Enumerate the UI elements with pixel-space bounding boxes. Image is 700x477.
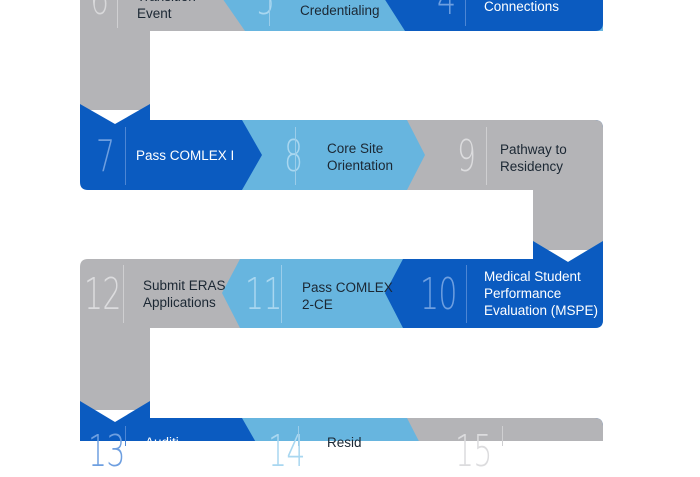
connector-12-13 xyxy=(80,320,150,410)
step-number: 13 xyxy=(88,426,125,477)
step-number: 5 xyxy=(256,0,275,22)
connector-6-7 xyxy=(80,20,150,110)
divider xyxy=(281,265,282,323)
step-label: Credentialing xyxy=(300,3,380,18)
step-10-shape xyxy=(385,241,603,328)
pathway-diagram xyxy=(80,0,603,441)
divider xyxy=(295,127,296,185)
divider xyxy=(123,265,124,323)
divider xyxy=(125,426,126,446)
step-15-shape xyxy=(407,418,603,441)
step-number: 4 xyxy=(437,0,456,22)
step-label: Pathway to Residency xyxy=(500,142,567,174)
step-number: 11 xyxy=(245,269,282,320)
divider xyxy=(117,0,118,28)
step-label: Core Site Orientation xyxy=(327,141,394,173)
step-number: 14 xyxy=(268,426,305,477)
step-label: Connections xyxy=(484,0,560,14)
step-label: Resid xyxy=(327,435,362,450)
divider xyxy=(269,0,270,26)
divider xyxy=(486,127,487,185)
step-label: Pass COMLEX I xyxy=(136,148,235,163)
step-number: 10 xyxy=(420,269,457,320)
step-number: 12 xyxy=(84,269,121,320)
step-number: 15 xyxy=(455,426,492,477)
divider xyxy=(298,426,299,446)
step-4-shape xyxy=(385,0,603,31)
step-number: 7 xyxy=(96,131,115,182)
step-label: Auditi xyxy=(145,435,179,450)
divider xyxy=(466,265,467,323)
connector-9-10 xyxy=(533,180,603,250)
divider xyxy=(502,426,503,446)
divider xyxy=(125,127,126,185)
step-9-shape xyxy=(407,120,603,190)
divider xyxy=(465,0,466,26)
step-label: Pass COMLEX 2-CE xyxy=(302,280,393,312)
step-number: 8 xyxy=(284,131,303,182)
step-label: Transition Event xyxy=(137,0,196,21)
step-label: Medical Student Performance Evaluation (… xyxy=(484,269,599,318)
step-label: Submit ERAS Applications xyxy=(143,278,226,310)
step-number: 9 xyxy=(457,131,476,182)
step-number: 6 xyxy=(90,0,109,22)
